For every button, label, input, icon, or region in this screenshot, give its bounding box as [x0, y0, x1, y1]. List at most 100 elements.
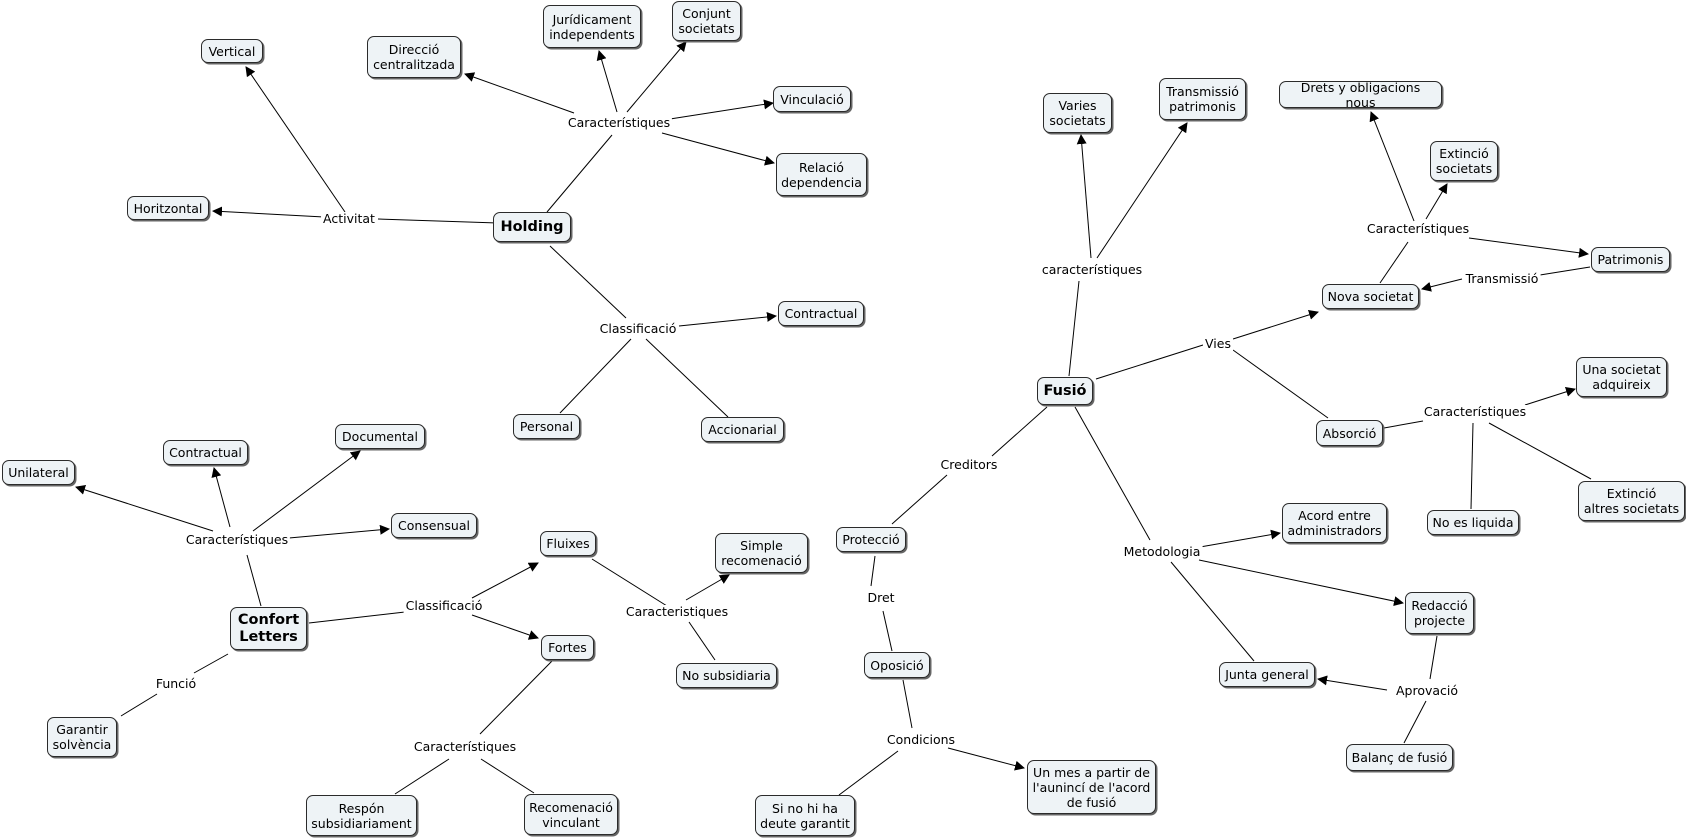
node-redaccio-projecte[interactable]: Redacció projecte: [1405, 592, 1474, 634]
label-creditors: Creditors: [938, 457, 1000, 472]
node-respon-subsidiariament[interactable]: Respón subsidiariament: [306, 795, 417, 836]
edge-4: [464, 72, 575, 114]
edge-42: [1524, 386, 1576, 406]
edge-26: [480, 758, 535, 794]
node-vertical[interactable]: Vertical: [201, 39, 263, 63]
node-accionarial[interactable]: Accionarial: [701, 417, 784, 442]
label-caracteristiques-nova: Característiques: [1364, 221, 1472, 236]
edge-18: [308, 611, 406, 624]
edge-13: [246, 554, 262, 607]
edge-9: [549, 245, 627, 319]
node-si-no-hi-ha-deute[interactable]: Si no hi ha deute garantit: [755, 795, 855, 836]
node-personal[interactable]: Personal: [513, 414, 580, 439]
node-direccio-centralitzada[interactable]: Direcció centralitzada: [367, 36, 461, 78]
edge-57: [1317, 675, 1388, 691]
edge-46: [891, 474, 948, 525]
label-dret: Dret: [865, 590, 897, 605]
edge-15: [211, 467, 231, 528]
node-patrimonis[interactable]: Patrimonis: [1591, 247, 1670, 272]
node-documental[interactable]: Documental: [335, 424, 425, 449]
edge-36: [1425, 183, 1448, 220]
node-extincio-altres-societats[interactable]: Extinció altres societats: [1578, 481, 1685, 521]
label-classificacio-holding: Classificació: [597, 321, 679, 336]
node-extincio-societats[interactable]: Extinció societats: [1430, 141, 1498, 181]
node-varies-societats[interactable]: Varies societats: [1043, 93, 1112, 133]
node-consensual[interactable]: Consensual: [391, 513, 477, 538]
edge-25: [394, 758, 450, 795]
node-simple-recomenacio[interactable]: Simple recomenació: [715, 533, 808, 573]
edge-8: [661, 132, 775, 166]
edge-29: [1068, 280, 1080, 377]
edge-2: [245, 66, 346, 213]
node-absorcio[interactable]: Absorció: [1316, 420, 1383, 446]
node-balanc-fusio[interactable]: Balanç de fusió: [1346, 744, 1453, 771]
edge-50: [838, 750, 899, 796]
label-funcio: Funció: [153, 676, 199, 691]
edge-48: [882, 610, 893, 652]
label-caracteristiques-holding: Característiques: [565, 115, 673, 130]
node-holding[interactable]: Holding: [493, 212, 571, 242]
edge-19: [471, 562, 539, 599]
edge-40: [1232, 349, 1329, 419]
edge-16: [252, 450, 361, 532]
node-fluixes[interactable]: Fluixes: [540, 531, 596, 556]
node-garantir-solvencia[interactable]: Garantir solvència: [47, 717, 117, 757]
node-fusio[interactable]: Fusió: [1037, 377, 1093, 405]
edge-20: [471, 614, 539, 640]
node-recomenacio-vinculant[interactable]: Recomenació vinculant: [524, 794, 618, 835]
edge-5: [596, 50, 618, 113]
edge-11: [559, 338, 632, 414]
edge-28: [120, 693, 158, 717]
edge-24: [479, 660, 553, 735]
label-caracteristiques-fluixes: Caracteristiques: [623, 604, 731, 619]
node-unilateral[interactable]: Unilateral: [2, 460, 75, 485]
node-no-subsidiaria[interactable]: No subsidiaria: [676, 663, 777, 688]
edge-35: [1369, 111, 1415, 222]
label-caracteristiques-confort: Característiques: [183, 532, 291, 547]
label-vies: Vies: [1203, 336, 1233, 351]
edge-53: [1199, 529, 1281, 548]
node-relacio-dependencia[interactable]: Relació dependencia: [776, 153, 867, 196]
node-horitzontal[interactable]: Horitzontal: [127, 196, 209, 220]
label-caracteristiques-absorcio: Característiques: [1421, 404, 1529, 419]
edge-3: [546, 134, 613, 213]
edge-44: [1488, 422, 1592, 480]
edge-6: [626, 41, 687, 113]
node-una-societat-adquireix[interactable]: Una societat adquireix: [1576, 357, 1667, 397]
node-no-es-liquida[interactable]: No es liquida: [1427, 510, 1519, 535]
label-caracteristiques-fortes: Característiques: [411, 739, 519, 754]
edge-38: [1539, 266, 1591, 276]
edge-17: [288, 524, 390, 539]
label-activitat: Activitat: [321, 211, 377, 226]
node-oposicio[interactable]: Oposició: [864, 652, 930, 678]
edge-39: [1421, 278, 1463, 292]
node-contractual-confort[interactable]: Contractual: [163, 440, 248, 465]
node-fortes[interactable]: Fortes: [541, 635, 594, 660]
node-vinculacio[interactable]: Vinculació: [773, 86, 851, 112]
edge-54: [1198, 559, 1404, 607]
node-contractual-holding[interactable]: Contractual: [778, 301, 864, 326]
node-un-mes[interactable]: Un mes a partir de l'aunincí de l'acord …: [1027, 760, 1156, 814]
edge-47: [870, 555, 876, 587]
edge-31: [1096, 122, 1188, 259]
node-junta-general[interactable]: Junta general: [1219, 662, 1315, 687]
edge-49: [902, 679, 913, 729]
edge-30: [1076, 134, 1092, 259]
edge-34: [1379, 241, 1409, 284]
node-acord-administradors[interactable]: Acord entre administradors: [1282, 503, 1387, 543]
edge-12: [645, 338, 729, 418]
node-conjunt-societats[interactable]: Conjunt societats: [672, 1, 741, 41]
node-proteccio[interactable]: Protecció: [836, 527, 906, 552]
edge-37: [1468, 237, 1589, 258]
edge-52: [1074, 406, 1151, 541]
edge-45: [991, 406, 1048, 457]
node-drets-obligacions[interactable]: Drets y obligacions nous: [1279, 80, 1442, 110]
node-transmissio-patrimonis[interactable]: Transmissió patrimonis: [1159, 78, 1246, 120]
edge-33: [1232, 309, 1319, 340]
edge-27: [193, 653, 229, 674]
node-juridicament-independents[interactable]: Jurídicament independents: [543, 5, 641, 48]
node-confort-letters[interactable]: Confort Letters: [230, 607, 307, 650]
node-nova-societat[interactable]: Nova societat: [1322, 284, 1419, 309]
edge-10: [678, 311, 777, 327]
